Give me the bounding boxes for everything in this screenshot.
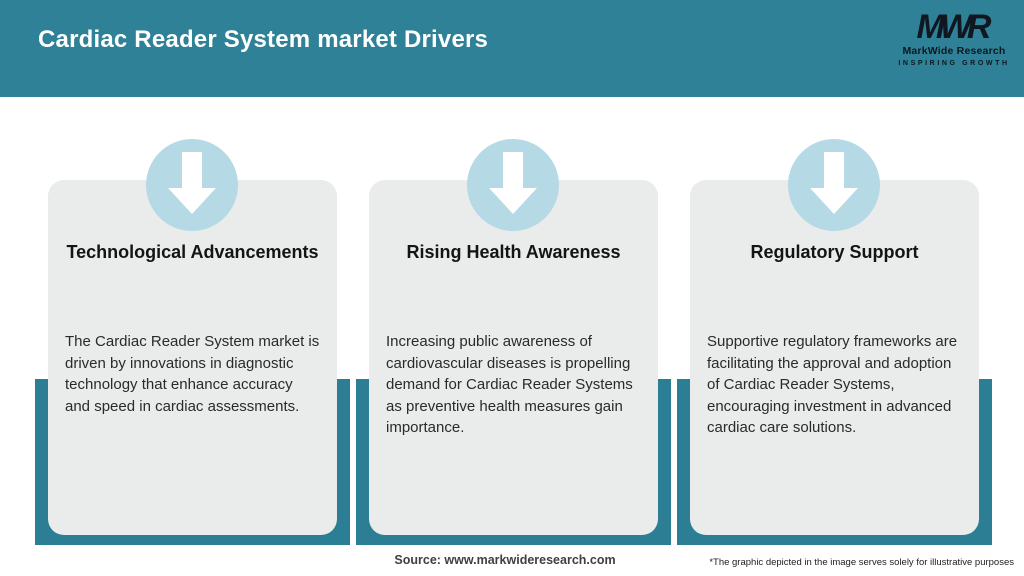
disclaimer-text: *The graphic depicted in the image serve… [709,557,1014,568]
card-description: Supportive regulatory frameworks are fac… [707,333,958,436]
card-title: Technological Advancements [66,242,319,262]
arrow-circle [467,139,559,231]
header-bar: Cardiac Reader System market Drivers MWR… [0,0,1024,97]
driver-card-regulatory-support: Regulatory Support Supportive regulatory… [677,139,992,545]
driver-card-rising-health-awareness: Rising Health Awareness Increasing publi… [356,139,671,545]
driver-card-technological-advancements: Technological Advancements The Cardiac R… [35,139,350,545]
source-text: Source: www.markwideresearch.com [394,553,616,567]
logo-name: MarkWide Research [902,45,1006,57]
markwide-research-logo: MWR MarkWide Research INSPIRING GROWTH [898,10,1010,67]
arrow-circle [788,139,880,231]
card-body: Technological Advancements The Cardiac R… [48,180,337,535]
arrow-down-icon [467,139,559,231]
arrow-circle [146,139,238,231]
card-description: Increasing public awareness of cardiovas… [386,333,633,436]
logo-acronym: MWR [916,8,992,46]
logo-tagline: INSPIRING GROWTH [898,59,1010,67]
arrow-down-icon [788,139,880,231]
page-title: Cardiac Reader System market Drivers [38,26,489,53]
card-description: The Cardiac Reader System market is driv… [65,333,320,415]
card-body: Regulatory Support Supportive regulatory… [690,180,979,535]
card-title: Rising Health Awareness [406,242,621,262]
card-body: Rising Health Awareness Increasing publi… [369,180,658,535]
card-title: Regulatory Support [750,242,919,262]
arrow-down-icon [146,139,238,231]
